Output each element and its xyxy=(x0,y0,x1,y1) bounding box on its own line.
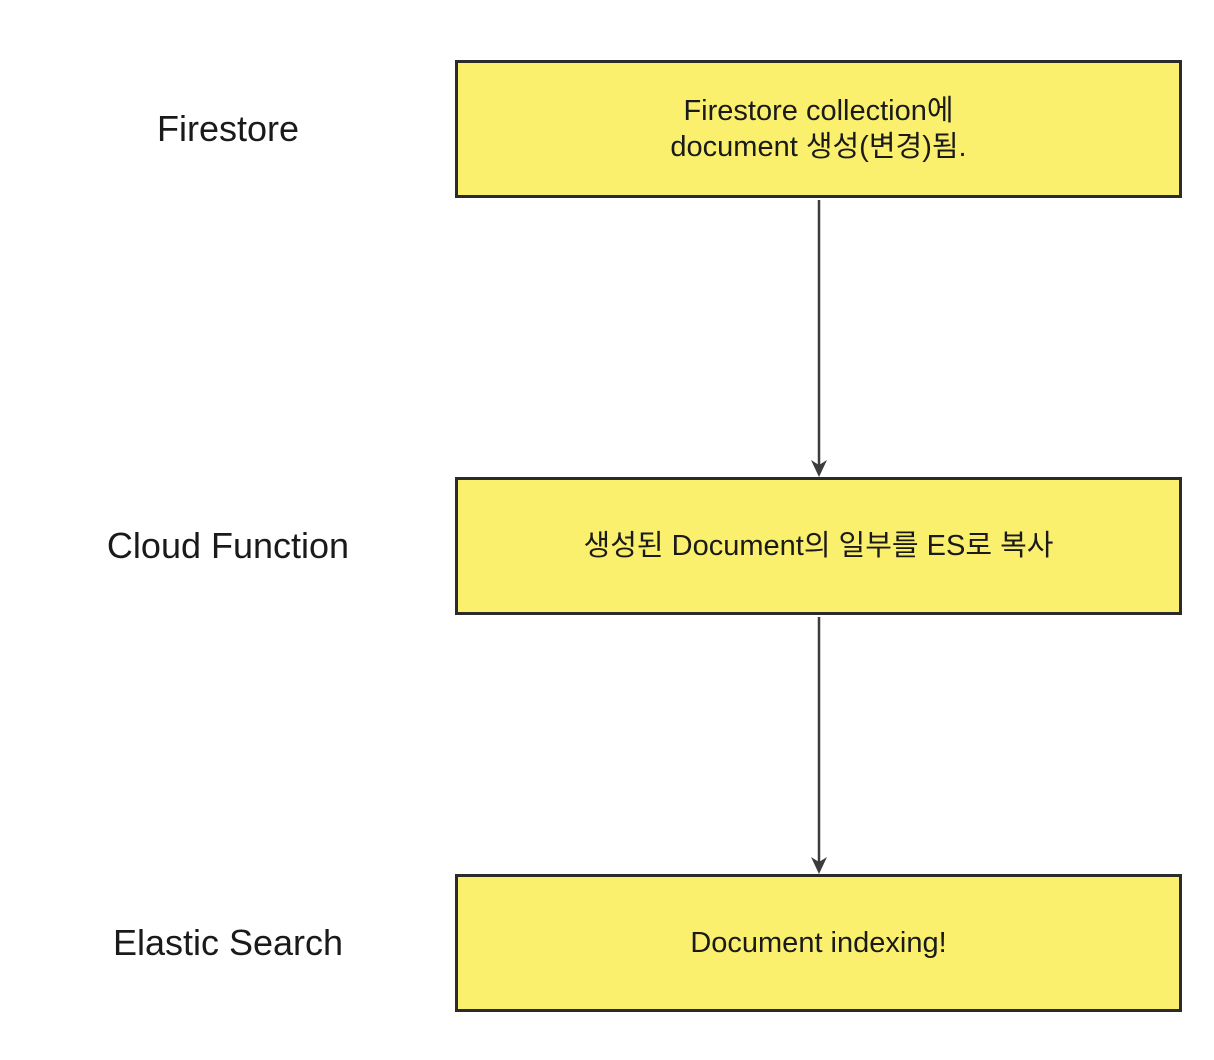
arrow-firestore-to-cloud-function xyxy=(811,200,827,477)
process-box-es-indexing: Document indexing! xyxy=(455,874,1182,1012)
process-box-firestore-event: Firestore collection에 document 생성(변경)됨. xyxy=(455,60,1182,198)
process-box-cloud-function-copy: 생성된 Document의 일부를 ES로 복사 xyxy=(455,477,1182,615)
lane-label-firestore: Firestore xyxy=(156,108,300,150)
lane-label-cloud-function: Cloud Function xyxy=(106,525,350,567)
lane-label-elastic-search: Elastic Search xyxy=(112,922,344,964)
arrow-head-down-icon xyxy=(811,857,827,874)
arrow-cloud-function-to-elastic-search xyxy=(811,617,827,874)
arrow-head-down-icon xyxy=(811,460,827,477)
